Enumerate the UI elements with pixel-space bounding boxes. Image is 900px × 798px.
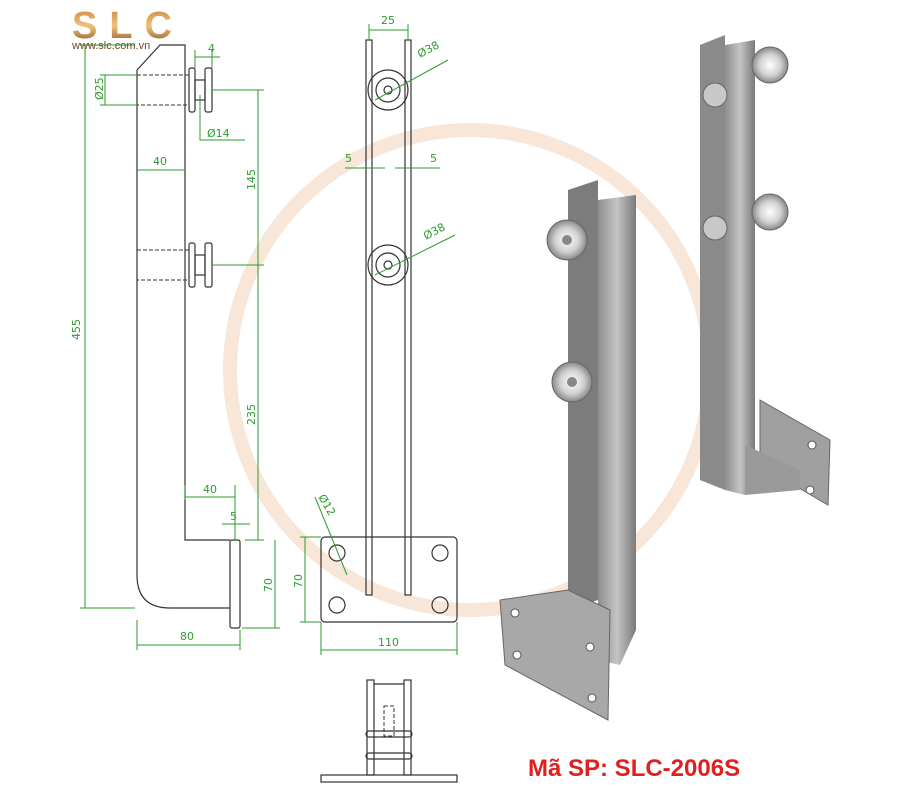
dim-total-height: 455 [70,319,83,340]
render-front [499,180,636,721]
side-view: 4 Ø25 Ø14 40 145 455 235 40 5 70 80 [70,42,280,650]
dim-width: 40 [153,155,167,168]
dim-offset: 40 [203,483,217,496]
dim-pin-dia: Ø25 [93,77,106,100]
pin-bottom [136,242,213,288]
svg-text:SLC: SLC [72,6,172,42]
dim-spacing-top: 145 [245,169,258,190]
dim-bolt-dia: Ø14 [207,127,230,140]
dim-depth: 80 [180,630,194,643]
render-side [700,35,831,506]
dim-plate-thk: 5 [230,510,237,523]
dim-rail-right: 5 [430,152,437,165]
dim-plate-h: 70 [262,578,275,592]
website-url: www.slc.com.vn [72,40,151,52]
product-code: Mã SP: SLC-2006S [528,755,741,782]
dim-wheel-bottom: Ø38 [421,221,447,243]
pin-top [136,67,213,113]
dim-wheel-top: Ø38 [415,39,441,61]
bottom-view [320,679,458,783]
dim-rail-left: 5 [345,152,352,165]
dim-flange: 4 [208,42,215,55]
dim-gap: 25 [381,14,395,27]
dim-plate-width: 110 [378,636,399,649]
dim-spacing-bottom: 235 [245,404,258,425]
watermark [223,123,717,617]
dim-plate-height: 70 [292,574,305,588]
slc-logo: SLC [72,6,172,42]
